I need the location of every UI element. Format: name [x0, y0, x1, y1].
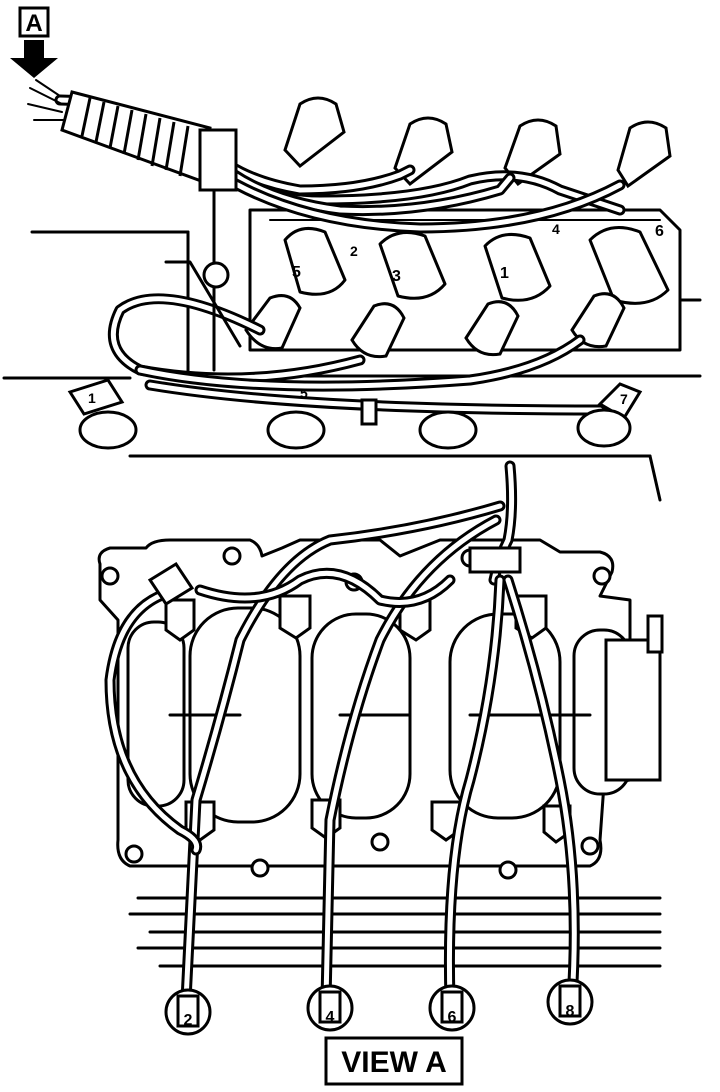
cylinder-boot-6: 6	[588, 223, 670, 305]
plug-label-2: 2	[184, 1012, 193, 1029]
spark-plug-8: 8	[546, 978, 594, 1026]
harness-tag-1: 1	[67, 378, 125, 416]
plug-label-6: 6	[448, 1009, 457, 1026]
corrugated-conduit	[27, 79, 212, 185]
harness-clamp	[198, 128, 238, 192]
spark-plug-2: 2	[164, 988, 212, 1036]
view-marker-letter: A	[25, 10, 42, 37]
bottom-view-engine: 2 4 6 8 VIEW A	[97, 460, 664, 1086]
cylinder-label-6: 6	[655, 223, 664, 240]
plug-label-8: 8	[566, 1003, 575, 1020]
manifold-bolts	[100, 546, 612, 880]
harness-tag-label-7: 7	[620, 391, 628, 407]
cylinder-boot-3: 3	[378, 230, 447, 300]
spark-plug-4: 4	[306, 984, 354, 1032]
bottom-plug-wells	[78, 408, 632, 450]
harness-tag-label-1: 1	[88, 390, 96, 406]
cylinder-label-5: 5	[292, 264, 301, 281]
view-a-harness	[104, 460, 580, 1006]
harness-tag-5: 5	[300, 385, 308, 401]
cylinder-label-3: 3	[392, 268, 401, 285]
cylinder-label-4: 4	[552, 221, 560, 237]
view-a-caption-text: VIEW A	[341, 1046, 447, 1079]
harness-tag-label-5: 5	[300, 385, 308, 401]
plug-label-4: 4	[326, 1009, 335, 1026]
cylinder-boot-1: 1	[483, 232, 552, 302]
upper-plug-boots	[283, 96, 672, 189]
view-direction-arrow-icon	[10, 40, 58, 78]
head-stripes	[128, 896, 662, 968]
cylinder-label-1: 1	[500, 265, 509, 282]
view-a-caption: VIEW A	[324, 1036, 464, 1086]
cylinder-boot-5: 5	[283, 226, 347, 296]
view-marker: A	[10, 6, 58, 78]
spark-plug-6: 6	[428, 984, 476, 1032]
cylinder-label-2: 2	[350, 243, 358, 259]
top-view-engine: 5 3 1 6 4 2	[2, 79, 702, 502]
